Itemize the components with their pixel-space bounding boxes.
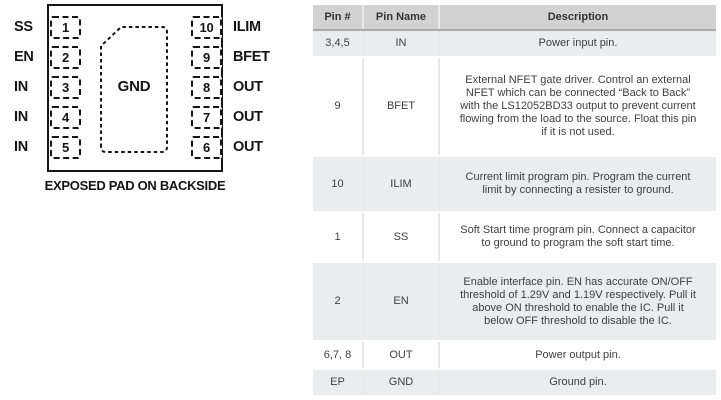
- pin-box-2: 2: [50, 46, 81, 69]
- pin-number-cell: 3,4,5: [325, 37, 350, 49]
- header-cell-description: Description: [438, 5, 716, 29]
- header-cell-pin-number: Pin #: [324, 11, 351, 23]
- pin-name-cell: ILIM: [362, 157, 438, 211]
- diagram-caption: EXPOSED PAD ON BACKSIDE: [44, 178, 226, 193]
- gnd-pad-label: GND: [117, 78, 151, 95]
- pin-box-7: 7: [191, 106, 222, 129]
- pin-number-cell: 2: [334, 295, 341, 307]
- pin-description-cell: Power input pin.: [438, 31, 716, 56]
- pin-number: 2: [61, 50, 70, 65]
- pin-description-cell: Ground pin.: [438, 370, 716, 395]
- pin-number-cell: EP: [330, 376, 345, 388]
- pin-number: 4: [61, 110, 70, 125]
- pin-number-cell: 1: [334, 230, 341, 243]
- pin-box-3: 3: [50, 76, 81, 99]
- pin-description-cell: External NFET gate driver. Control an ex…: [438, 58, 716, 155]
- pin-name-cell: SS: [362, 213, 438, 261]
- pin-number: 9: [202, 50, 211, 65]
- pin-function-label-9: BFET: [233, 49, 270, 65]
- pin-function-label-2: EN: [14, 49, 34, 65]
- pin-number-cell: 9: [334, 100, 341, 112]
- pin-box-8: 8: [191, 76, 222, 99]
- table-header: Pin # Pin Name Description: [313, 5, 716, 31]
- table-row: 9 BFET External NFET gate driver. Contro…: [313, 56, 716, 155]
- header-cell-pin-name: Pin Name: [362, 5, 438, 29]
- pin-description-cell: Current limit program pin. Program the c…: [438, 157, 716, 211]
- pin-function-label-3: IN: [14, 79, 28, 95]
- table-row: 1 SS Soft Start time program pin. Connec…: [313, 211, 716, 261]
- table-row: 6,7, 8 OUT Power output pin.: [313, 340, 716, 368]
- pin-box-1: 1: [50, 16, 81, 39]
- pin-number: 6: [202, 140, 211, 155]
- pin-function-label-4: IN: [14, 109, 28, 125]
- pin-name-cell: OUT: [362, 342, 438, 368]
- pin-number: 1: [61, 20, 70, 35]
- pin-function-label-8: OUT: [233, 79, 263, 95]
- pin-box-9: 9: [191, 46, 222, 69]
- pin-name-cell: GND: [362, 370, 438, 395]
- pin-box-10: 10: [191, 16, 222, 39]
- pin-number: 7: [202, 110, 211, 125]
- pin-number: 3: [61, 80, 70, 95]
- pin-function-label-6: OUT: [233, 139, 263, 155]
- pin-description-cell: Soft Start time program pin. Connect a c…: [438, 213, 716, 261]
- pin-name-cell: EN: [362, 263, 438, 340]
- table-body: 3,4,5 IN Power input pin. 9 BFET Externa…: [313, 31, 716, 395]
- pin-function-label-5: IN: [14, 139, 28, 155]
- pin-number: 10: [199, 20, 214, 35]
- pin-number-cell: 6,7, 8: [323, 348, 352, 361]
- pin-number: 8: [202, 80, 211, 95]
- pin-description-cell: Enable interface pin. EN has accurate ON…: [438, 263, 716, 340]
- pin-name-cell: IN: [362, 31, 438, 56]
- pin-function-label-7: OUT: [233, 109, 263, 125]
- pin-description-cell: Power output pin.: [438, 342, 716, 368]
- pin-table: Pin # Pin Name Description 3,4,5 IN Powe…: [313, 5, 716, 395]
- pin-number: 5: [61, 140, 70, 155]
- pin-number-cell: 10: [331, 177, 344, 190]
- pin-box-4: 4: [50, 106, 81, 129]
- pin-box-5: 5: [50, 136, 81, 159]
- table-row: EP GND Ground pin.: [313, 368, 716, 395]
- pin-box-6: 6: [191, 136, 222, 159]
- table-row: 3,4,5 IN Power input pin.: [313, 31, 716, 56]
- pin-function-label-10: ILIM: [233, 19, 261, 35]
- pin-name-cell: BFET: [362, 58, 438, 155]
- table-row: 10 ILIM Current limit program pin. Progr…: [313, 155, 716, 211]
- pin-function-label-1: SS: [14, 19, 33, 35]
- table-row: 2 EN Enable interface pin. EN has accura…: [313, 261, 716, 340]
